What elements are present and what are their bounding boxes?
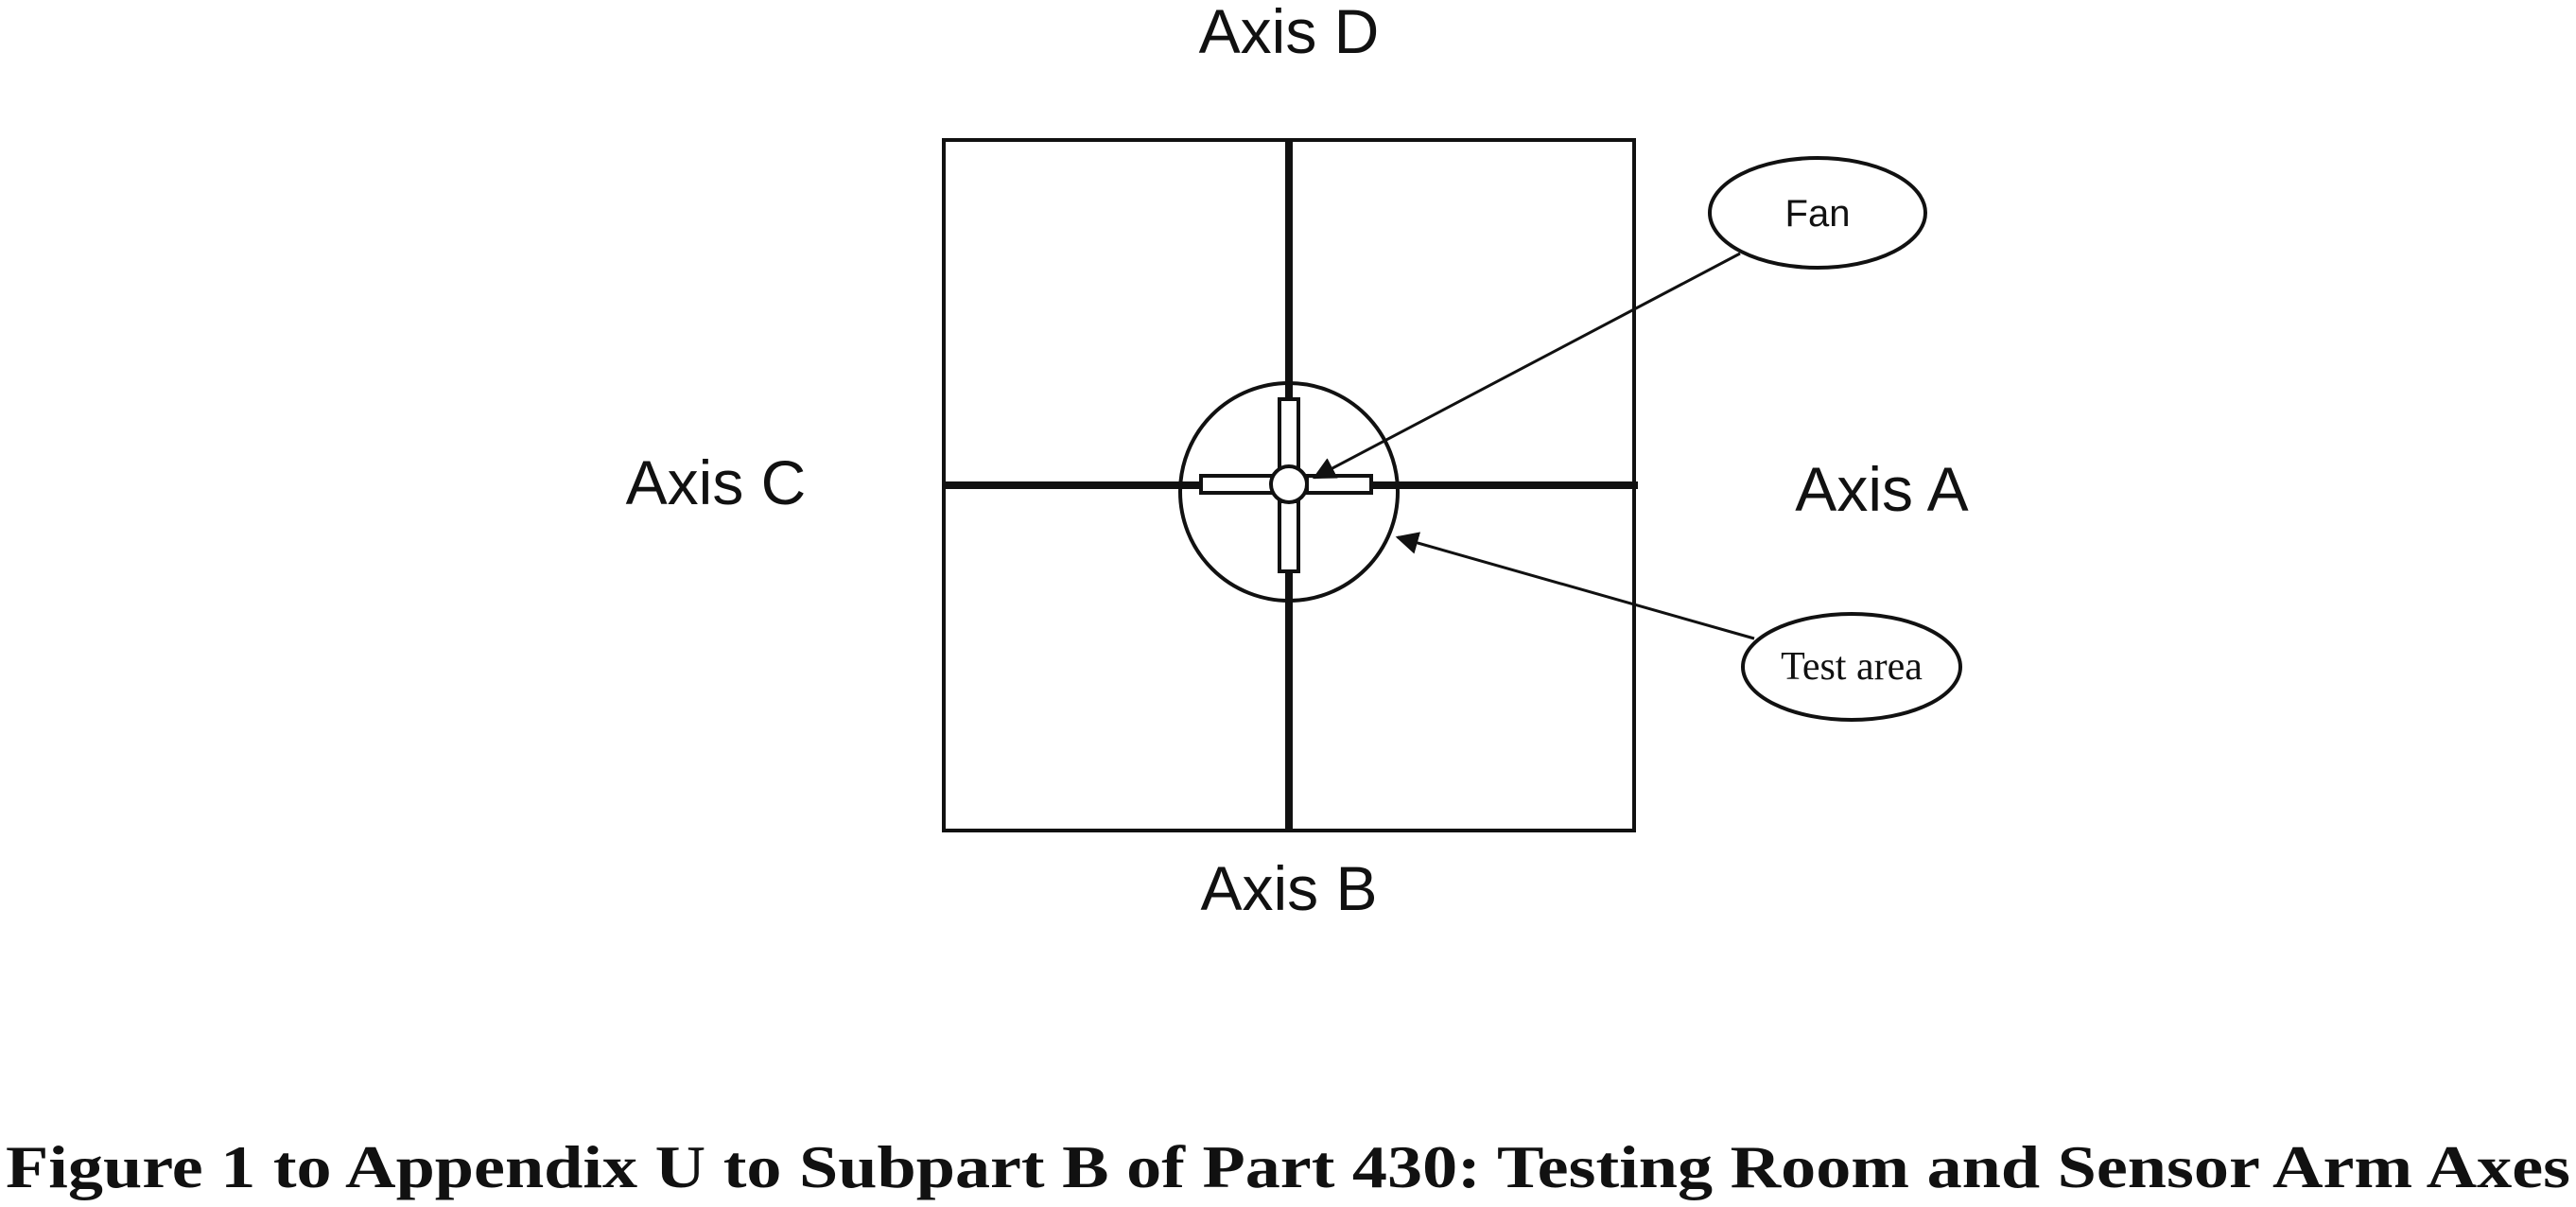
figure-caption: Figure 1 to Appendix U to Subpart B of P… xyxy=(6,1133,2570,1200)
sensor-arm-bottom xyxy=(1278,499,1300,573)
fan-callout-bubble xyxy=(1708,156,1927,270)
sensor-arm-right xyxy=(1305,474,1373,495)
fan-callout-label: Fan xyxy=(1785,193,1851,235)
test-area-callout-arrow xyxy=(1395,532,1755,640)
sensor-arm-left xyxy=(1199,474,1275,495)
test-area-circle xyxy=(1178,381,1400,603)
fan-hub xyxy=(1269,464,1309,504)
axis-d-label: Axis D xyxy=(1199,0,1380,66)
fan-callout-arrow xyxy=(1312,252,1741,480)
axis-c-label: Axis C xyxy=(626,447,807,517)
sensor-arm-top xyxy=(1278,397,1300,471)
axis-b-label: Axis B xyxy=(1200,853,1377,923)
axis-a-label: Axis A xyxy=(1795,454,1968,524)
test-area-callout-bubble xyxy=(1741,612,1962,722)
test-area-callout-label: Test area xyxy=(1781,645,1923,689)
